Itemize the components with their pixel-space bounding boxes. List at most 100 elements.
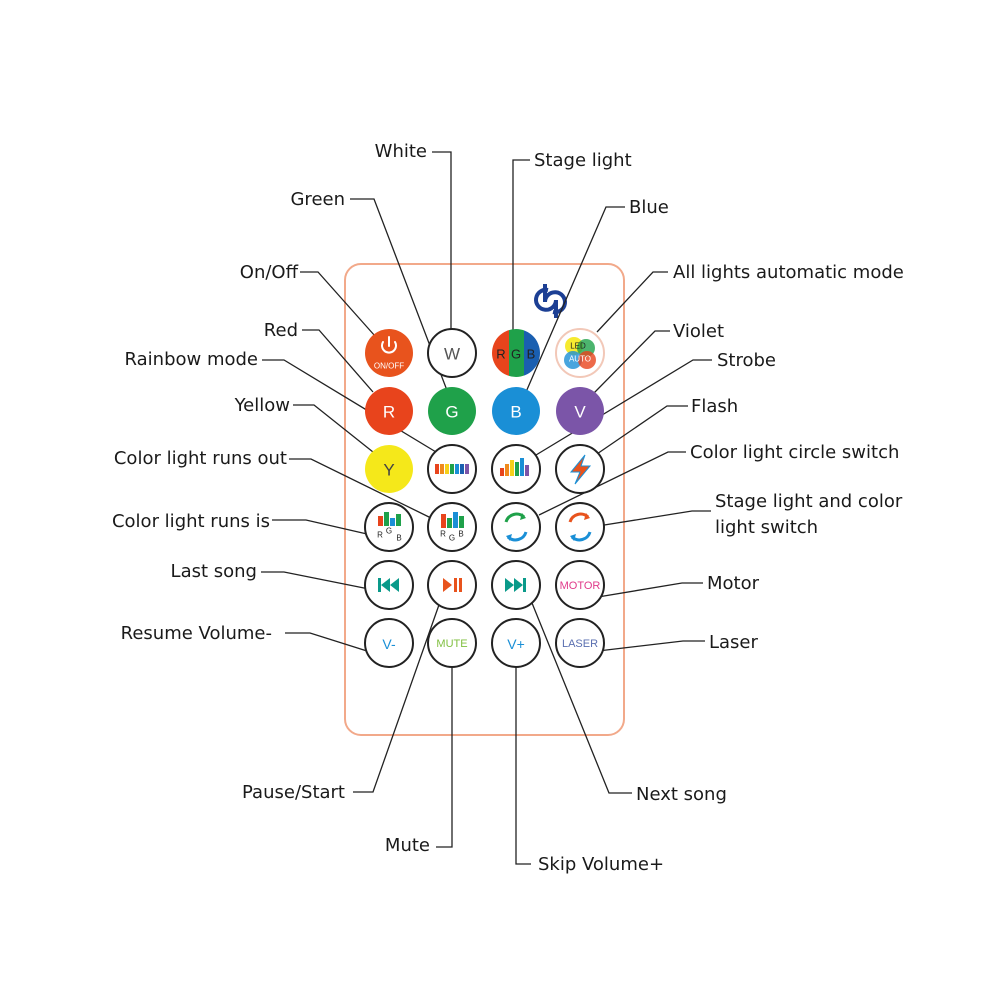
leader-last-song xyxy=(261,571,370,590)
label-rainbow: Rainbow mode xyxy=(125,349,258,370)
red-button[interactable]: R xyxy=(365,387,413,435)
last-song-button[interactable] xyxy=(364,560,414,610)
next-song-button[interactable] xyxy=(491,560,541,610)
auto-mode-auto-text: AUTO xyxy=(569,355,591,364)
blue-button-label: B xyxy=(510,403,521,422)
motor-button-label: MOTOR xyxy=(560,580,601,592)
label-motor: Motor xyxy=(707,573,760,594)
rainbow-mode-button[interactable] xyxy=(427,444,477,494)
play-pause-icon xyxy=(443,578,462,592)
label-all-auto: All lights automatic mode xyxy=(673,262,904,283)
leader-lines xyxy=(261,151,712,865)
laser-button-label: LASER xyxy=(562,638,598,650)
violet-button[interactable]: V xyxy=(556,387,604,435)
volume-up-button[interactable]: V+ xyxy=(491,618,541,668)
leader-circle-switch xyxy=(538,451,686,516)
runs-is-letter-g: G xyxy=(386,527,392,536)
yellow-button-label: Y xyxy=(383,461,394,480)
dp-logo-icon xyxy=(534,284,567,318)
stage-switch-button[interactable] xyxy=(555,502,605,552)
label-blue: Blue xyxy=(629,197,669,218)
label-runs-out: Color light runs out xyxy=(114,448,287,469)
runs-out-letter-r: R xyxy=(440,530,446,539)
label-mute: Mute xyxy=(385,835,430,856)
leader-runs-is xyxy=(272,519,368,535)
strobe-button[interactable] xyxy=(491,444,541,494)
stage-light-letter-r: R xyxy=(496,347,505,362)
stage-light-letter-b: B xyxy=(527,347,536,362)
stage-light-button[interactable]: R G B xyxy=(492,329,540,377)
leader-mute xyxy=(436,667,453,848)
leader-violet xyxy=(593,330,670,394)
leader-next-song xyxy=(531,602,632,794)
blue-button[interactable]: B xyxy=(492,387,540,435)
volume-down-label: V- xyxy=(382,636,396,652)
label-on-off: On/Off xyxy=(240,262,299,283)
play-pause-button[interactable] xyxy=(427,560,477,610)
mute-button[interactable]: MUTE xyxy=(427,618,477,668)
label-strobe: Strobe xyxy=(717,350,776,371)
leader-white xyxy=(432,151,452,330)
previous-track-icon xyxy=(378,578,399,592)
bar-graph-icon xyxy=(441,512,464,528)
flash-button[interactable] xyxy=(555,444,605,494)
label-pause-start: Pause/Start xyxy=(242,782,345,803)
label-stage-switch-line1: Stage light and color xyxy=(715,491,903,512)
rainbow-bars-icon xyxy=(435,464,469,474)
runs-out-button[interactable]: R G B xyxy=(427,502,477,552)
label-stage-switch-line2: light switch xyxy=(715,517,818,538)
label-violet: Violet xyxy=(673,321,724,342)
green-button[interactable]: G xyxy=(428,387,476,435)
label-white: White xyxy=(375,141,427,162)
circular-arrows-icon xyxy=(568,512,592,542)
label-stage-light: Stage light xyxy=(534,150,632,171)
auto-mode-led-text: LED xyxy=(570,342,586,351)
runs-is-letter-r: R xyxy=(377,531,383,540)
label-circle-switch: Color light circle switch xyxy=(690,442,899,463)
label-flash: Flash xyxy=(691,396,738,417)
runs-is-button[interactable]: R G B xyxy=(364,502,414,552)
leader-flash xyxy=(593,405,688,457)
leader-motor xyxy=(597,582,703,598)
leader-stage-light xyxy=(512,159,530,330)
circle-switch-button[interactable] xyxy=(491,502,541,552)
motor-button[interactable]: MOTOR xyxy=(555,560,605,610)
power-button[interactable]: ON/OFF xyxy=(365,329,413,377)
label-resume-volume: Resume Volume- xyxy=(121,623,272,644)
label-skip-volume: Skip Volume+ xyxy=(538,854,664,875)
stage-light-letter-g: G xyxy=(511,347,521,362)
white-button[interactable]: W xyxy=(427,328,477,378)
leader-runs-out xyxy=(289,458,432,519)
circular-arrows-icon xyxy=(504,512,528,542)
runs-out-letter-b: B xyxy=(458,530,463,539)
leader-stage-switch xyxy=(597,510,711,527)
laser-button[interactable]: LASER xyxy=(555,618,605,668)
runs-out-letter-g: G xyxy=(449,534,455,543)
next-track-icon xyxy=(505,578,526,592)
label-runs-is: Color light runs is xyxy=(112,511,270,532)
white-button-label: W xyxy=(444,345,460,364)
leader-blue xyxy=(525,206,625,393)
auto-mode-button[interactable]: LED AUTO xyxy=(555,328,605,378)
label-last-song: Last song xyxy=(171,561,257,582)
leader-green xyxy=(350,198,449,394)
label-green: Green xyxy=(290,189,345,210)
leader-resume-volume xyxy=(285,632,368,652)
leader-laser xyxy=(597,640,705,652)
remote-body xyxy=(344,263,625,736)
green-button-label: G xyxy=(445,403,458,422)
bar-graph-icon xyxy=(500,458,529,476)
power-icon xyxy=(381,336,397,354)
bar-graph-icon xyxy=(378,512,401,526)
volume-up-label: V+ xyxy=(507,636,525,652)
violet-button-label: V xyxy=(574,403,586,422)
volume-down-button[interactable]: V- xyxy=(364,618,414,668)
leader-all-auto xyxy=(596,271,668,333)
callout-labels: White Stage light Green Blue On/Off All … xyxy=(112,141,904,875)
mute-button-label: MUTE xyxy=(436,638,467,650)
leader-skip-volume xyxy=(515,667,531,865)
label-red: Red xyxy=(264,320,298,341)
yellow-button[interactable]: Y xyxy=(365,445,413,493)
